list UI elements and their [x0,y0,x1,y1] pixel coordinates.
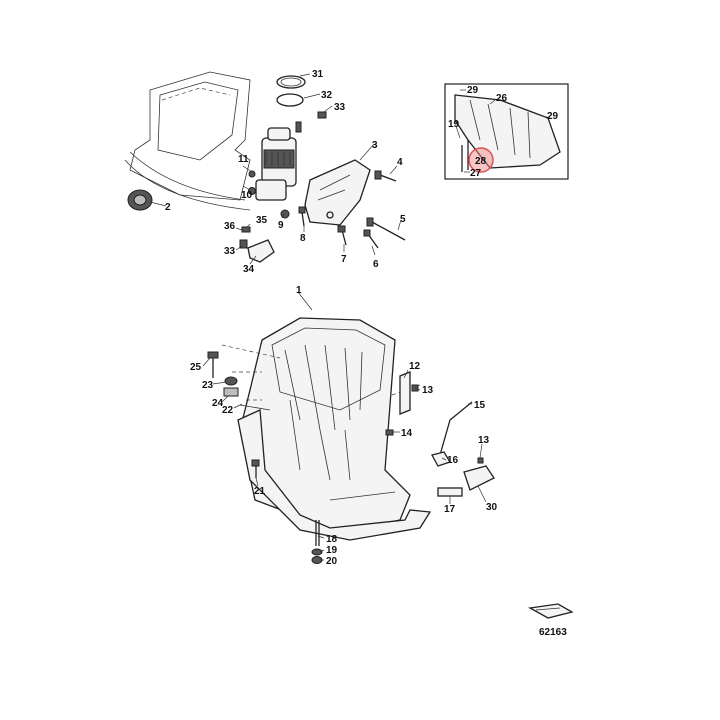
bracket-34 [247,239,275,263]
left-fasteners [207,351,260,478]
callout-19: 19 [326,545,338,556]
callout-18: 18 [326,534,338,545]
callout-3: 3 [372,140,378,151]
callout-6: 6 [373,259,379,270]
callout-27: 27 [470,168,482,179]
callout-30: 30 [486,502,498,513]
callout-9: 9 [278,220,284,231]
highlight-callout-28 [468,147,494,173]
bolts-4-5-6-7-8 [298,170,406,249]
pulley-2 [127,189,153,211]
callout-4: 4 [397,157,403,168]
callout-16: 16 [447,455,459,466]
callout-13-upper: 13 [422,385,434,396]
callout-33-top: 33 [334,102,346,113]
callout-12: 12 [409,361,421,372]
seal-ring-31 [276,75,306,89]
diagram-reference-badge: 62163 [527,603,574,638]
callout-33-left: 33 [224,246,236,257]
callout-29-right: 29 [547,111,559,122]
callout-36: 36 [224,221,236,232]
callout-5: 5 [400,214,406,225]
diagram-number: 62163 [539,627,567,638]
callout-28: 28 [475,156,487,167]
callout-7: 7 [341,254,347,265]
callout-21: 21 [254,486,266,497]
callout-15: 15 [474,400,486,411]
callout-8: 8 [300,233,306,244]
callout-26: 26 [496,93,508,104]
callout-34: 34 [243,264,255,275]
clamp-32 [276,93,304,107]
leader-lines [149,73,551,561]
callout-11: 11 [238,154,249,165]
callout-2: 2 [165,202,171,213]
fuel-filter-module [255,127,297,201]
callout-17: 17 [444,504,456,515]
callout-22: 22 [222,405,234,416]
callout-31: 31 [312,69,324,80]
callout-35: 35 [256,215,268,226]
small-fasteners-top [239,111,327,249]
callout-29-top: 29 [467,85,479,96]
inset-detail-box [444,83,569,180]
callout-10: 10 [241,190,253,201]
driveshaft-housing-1 [237,317,432,541]
callout-24: 24 [212,398,224,409]
callout-20: 20 [326,556,338,567]
mounting-bracket-3 [304,159,371,226]
adapter-plate-outline [124,71,251,211]
callout-23: 23 [202,380,214,391]
bottom-stud-stack [311,520,323,564]
callout-19-inset: 19 [448,119,460,130]
callout-14: 14 [401,428,413,439]
callout-13-lower: 13 [478,435,490,446]
callout-labels: 31 32 33 3 4 5 6 7 8 9 11 10 2 35 36 33 … [165,69,559,567]
callout-25: 25 [190,362,202,373]
callout-1: 1 [296,285,302,296]
callout-32: 32 [321,90,333,101]
